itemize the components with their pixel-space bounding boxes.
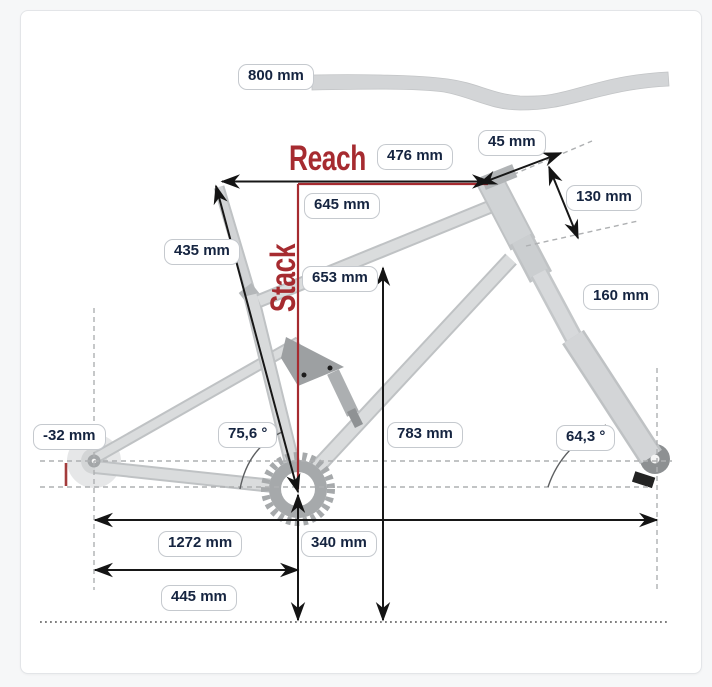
label-reach-value: 476 mm bbox=[377, 144, 453, 170]
label-chainstay-length: 445 mm bbox=[161, 585, 237, 611]
label-stem-length: 45 mm bbox=[478, 130, 546, 156]
reach-word: Reach bbox=[289, 139, 366, 178]
rear-shock bbox=[327, 369, 364, 429]
label-seat-tube-angle: 75,6 ° bbox=[218, 422, 278, 448]
label-bb-drop: -32 mm bbox=[33, 424, 106, 450]
head-tube-bottom-extension bbox=[525, 220, 639, 247]
label-head-tube-angle: 64,3 ° bbox=[556, 425, 616, 451]
label-head-tube-length: 130 mm bbox=[566, 185, 642, 211]
label-effective-top-tube: 645 mm bbox=[304, 193, 380, 219]
stem-length-arrow bbox=[477, 152, 563, 185]
seat-tube-angle-arrow bbox=[213, 184, 301, 494]
stack-word: Stack bbox=[264, 243, 303, 313]
handlebar-top-view bbox=[311, 71, 670, 111]
label-handlebar-width: 800 mm bbox=[238, 64, 314, 90]
label-standover-height: 783 mm bbox=[387, 422, 463, 448]
label-seat-tube-length: 435 mm bbox=[164, 239, 240, 265]
label-fork-travel: 160 mm bbox=[583, 284, 659, 310]
label-stack-value: 653 mm bbox=[302, 266, 378, 292]
brake-caliper bbox=[631, 471, 656, 489]
head-tube-length-arrow bbox=[548, 165, 579, 240]
label-bb-height: 340 mm bbox=[301, 531, 377, 557]
measurement-lines bbox=[93, 152, 659, 622]
label-wheelbase: 1272 mm bbox=[158, 531, 243, 557]
